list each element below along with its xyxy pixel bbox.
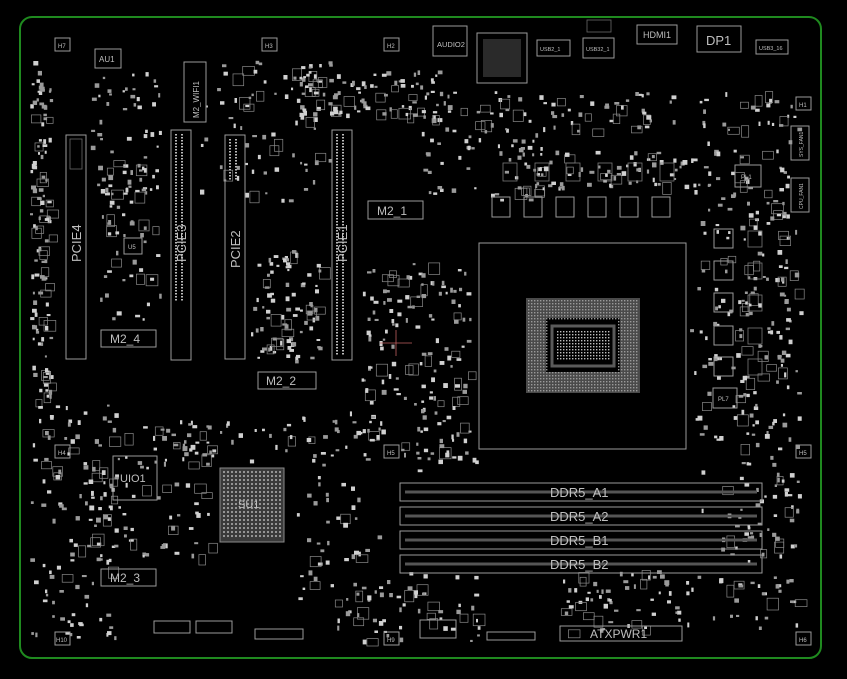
svg-text:H6: H6	[799, 638, 807, 644]
usb3-label: USB3_16	[759, 46, 783, 52]
uio1-label: UIO1	[120, 473, 146, 485]
m2-1-label: M2_1	[377, 204, 407, 218]
hole-h6: H6	[795, 631, 812, 646]
usb32-label: USB32_1	[586, 47, 610, 53]
pl7-label: PL7	[718, 397, 729, 403]
svg-text:H1: H1	[799, 103, 807, 109]
ddr5-b2-slot: DDR5_B2	[399, 554, 763, 574]
su1-chip: SU1	[219, 467, 285, 543]
au1-label: AU1	[99, 55, 115, 64]
m2-2-label: M2_2	[266, 374, 296, 388]
board-outline	[19, 16, 822, 659]
ddr5-b2-label: DDR5_B2	[550, 557, 609, 572]
svg-text:H4: H4	[58, 451, 66, 457]
m2-2-connector: M2_2	[257, 371, 317, 390]
pcie2-slot: PCIE2	[224, 134, 246, 360]
pcie4-label: PCIE4	[69, 224, 84, 262]
pl7-chip: PL7	[712, 387, 738, 409]
uio1-chip: UIO1	[112, 455, 158, 501]
atxpwr-label: ATXPWR1	[590, 627, 647, 641]
hole-h2: H2	[383, 37, 400, 52]
lan-connector	[476, 32, 528, 84]
pcie1-slot: PCIE1	[331, 129, 353, 361]
pcie1-label: PCIE1	[335, 224, 350, 262]
svg-text:SYS_FAN1: SYS_FAN1	[799, 131, 805, 157]
u5-label: U5	[128, 245, 136, 251]
dp-connector: DP1	[696, 25, 742, 53]
svg-text:H9: H9	[387, 638, 395, 644]
pcie4-slot: PCIE4	[65, 134, 87, 360]
svg-text:H2: H2	[387, 44, 395, 50]
m2-4-connector: M2_4	[100, 329, 157, 348]
cpu-socket	[478, 242, 687, 450]
ddr5-a1-label: DDR5_A1	[550, 485, 609, 500]
atx-power-connector: ATXPWR1	[559, 625, 683, 642]
ddr5-a2-label: DDR5_A2	[550, 509, 609, 524]
m2-3-label: M2_3	[110, 571, 140, 585]
hole-h5-mid: H5	[383, 444, 400, 459]
hole-h3: H3	[261, 37, 278, 52]
m2-wifi-connector: M2_WIFI1	[183, 61, 207, 123]
hole-h4: H4	[54, 444, 71, 459]
pcie3-label: PCIE3	[174, 224, 189, 262]
pcie2-label: PCIE2	[228, 230, 243, 268]
svg-text:H10: H10	[56, 638, 68, 644]
bottom-headers	[153, 619, 536, 641]
m2-4-label: M2_4	[110, 332, 140, 346]
su1-label: SU1	[238, 499, 259, 511]
hole-h10: H10	[54, 631, 71, 646]
vrm-chokes	[491, 162, 763, 377]
m2-1-connector: M2_1	[367, 200, 424, 220]
hdmi-connector: HDMI1	[636, 24, 678, 45]
pcie3-slot: PCIE3	[170, 129, 192, 361]
mounting-holes: H7 H3 H2 H1 H4 H5 H5 H10 H9 H6	[54, 37, 812, 646]
m2-wifi-label: M2_WIFI1	[192, 81, 201, 118]
usb2-label: USB2_1	[540, 47, 561, 53]
hdmi-label: HDMI1	[643, 30, 671, 40]
fan-header-1: SYS_FAN1	[790, 125, 810, 161]
audio-connector: AUDIO2	[432, 25, 468, 57]
audio-label: AUDIO2	[437, 40, 465, 49]
usb-2-connector: USB2_1	[536, 39, 571, 57]
svg-text:CPU_FAN1: CPU_FAN1	[799, 183, 805, 209]
pl1-chip: PL1	[734, 164, 762, 188]
ddr5-b1-label: DDR5_B1	[550, 533, 609, 548]
svg-text:H5: H5	[387, 451, 395, 457]
u5-chip: U5	[123, 237, 143, 255]
crosshair-marker	[380, 330, 412, 356]
dp-label: DP1	[706, 33, 731, 48]
hole-h1: H1	[795, 96, 812, 111]
svg-text:H3: H3	[265, 44, 273, 50]
usb32-connector: USB32_1	[582, 19, 615, 59]
usb3-connector: USB3_16	[755, 39, 789, 55]
svg-text:H7: H7	[58, 44, 66, 50]
hole-h7: H7	[54, 37, 71, 52]
m2-3-connector: M2_3	[100, 568, 157, 587]
ddr5-b1-slot: DDR5_B1	[399, 530, 763, 550]
pl1-label: PL1	[741, 175, 752, 181]
au1-chip: AU1	[94, 48, 122, 69]
smd-components	[30, 60, 808, 647]
hole-h5-right: H5	[795, 444, 812, 459]
hole-h9: H9	[383, 631, 400, 646]
ddr5-a1-slot: DDR5_A1	[399, 482, 763, 502]
ddr5-a2-slot: DDR5_A2	[399, 506, 763, 526]
svg-text:H5: H5	[799, 451, 807, 457]
fan-header-2: CPU_FAN1	[790, 177, 810, 213]
